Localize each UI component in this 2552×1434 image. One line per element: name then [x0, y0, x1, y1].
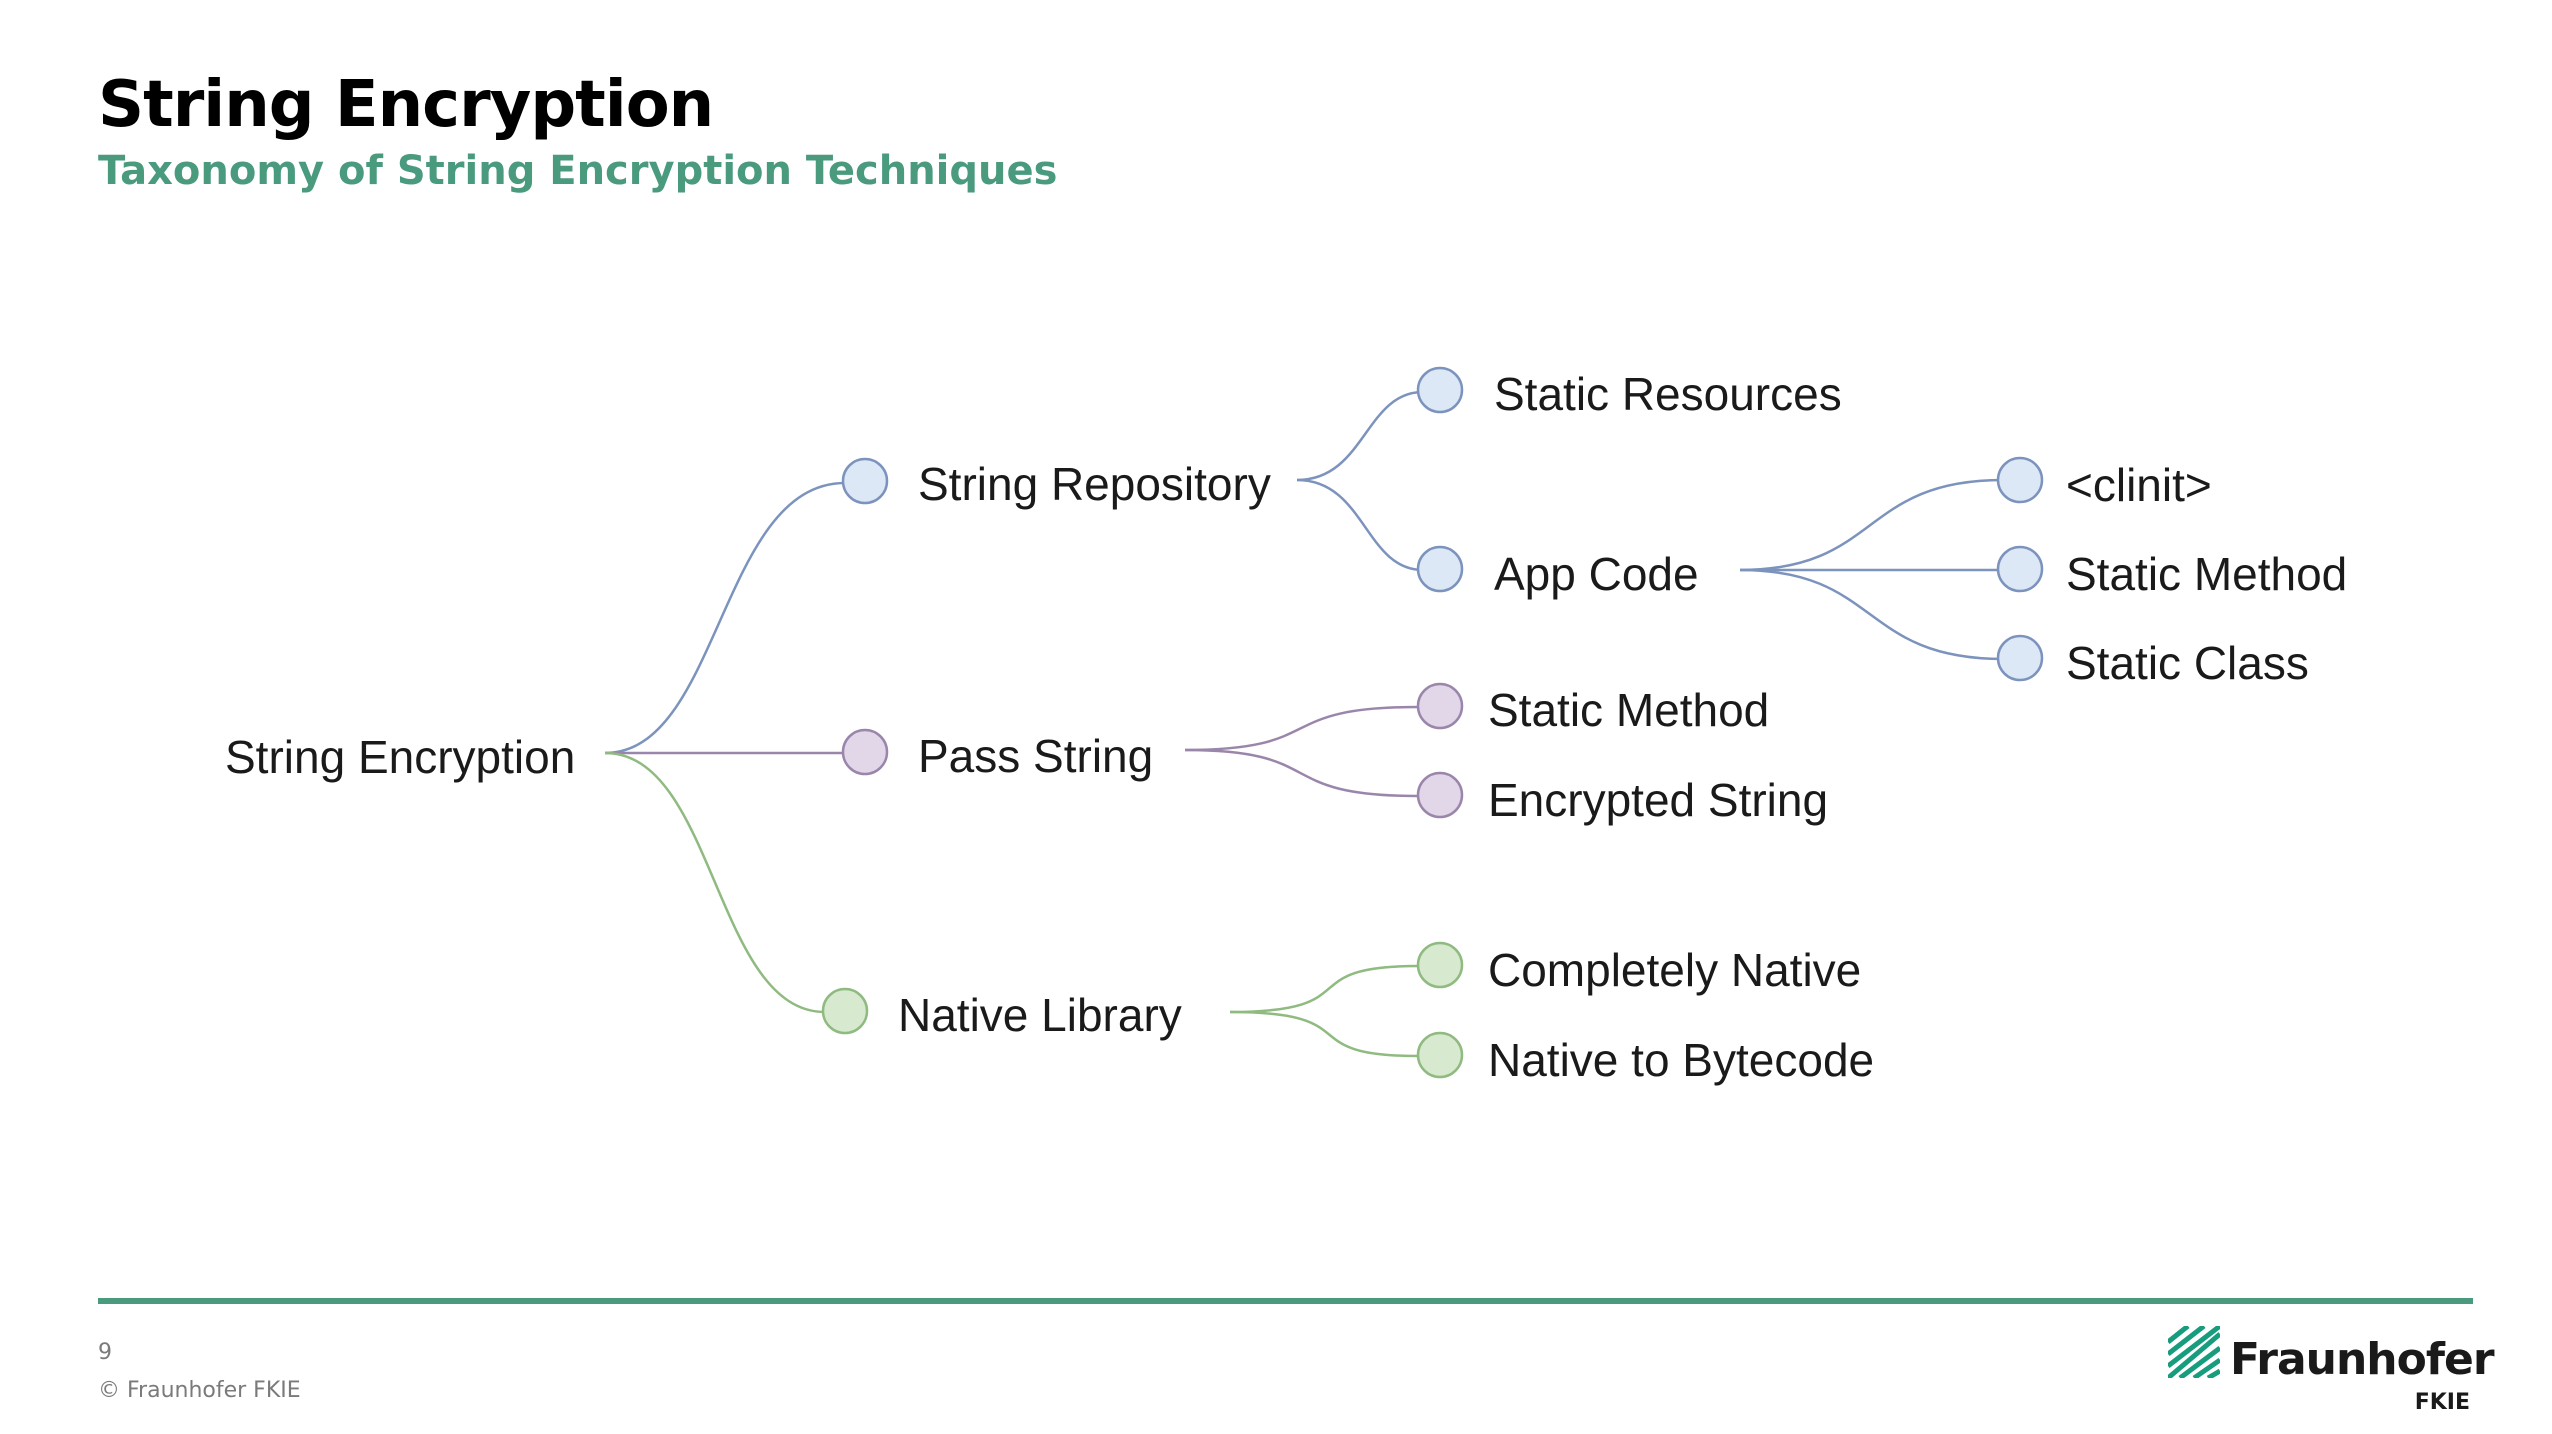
- node-label-clinit: <clinit>: [2066, 459, 2212, 511]
- edge-string-repository-app-code: [1296, 478, 1424, 572]
- node-label-static-resources: Static Resources: [1494, 368, 1842, 420]
- slide-title: String Encryption: [98, 68, 714, 142]
- node-label-app-code: App Code: [1494, 548, 1699, 600]
- node-label-static-class: Static Class: [2066, 637, 2309, 689]
- edge-pass-string-static-method: [1184, 705, 1419, 752]
- node-label-string-repository: String Repository: [918, 458, 1271, 510]
- footer-divider: [98, 1298, 2473, 1304]
- copyright-notice: © Fraunhofer FKIE: [98, 1378, 301, 1403]
- node-dot-native-library: [821, 987, 869, 1035]
- node-label-native-library: Native Library: [898, 989, 1182, 1041]
- slide-subtitle: Taxonomy of String Encryption Techniques: [98, 148, 1058, 194]
- node-dot-clinit: [1996, 456, 2044, 504]
- logo-institute: FKIE: [2414, 1390, 2470, 1415]
- node-dot-native-to-bytecode: [1416, 1031, 1464, 1079]
- node-label-static-method-pass: Static Method: [1488, 684, 1769, 736]
- logo-wordmark: Fraunhofer: [2230, 1334, 2495, 1385]
- node-dot-completely-native: [1416, 941, 1464, 989]
- edge-app-code-clinit: [1739, 478, 2004, 572]
- node-dot-encrypted-string: [1416, 771, 1464, 819]
- node-label-native-to-bytecode: Native to Bytecode: [1488, 1034, 1874, 1086]
- node-label-static-method-app: Static Method: [2066, 548, 2347, 600]
- node-label-pass-string: Pass String: [918, 730, 1153, 782]
- node-dot-static-resources: [1416, 366, 1464, 414]
- edge-root-string-repository: [604, 481, 846, 755]
- node-dot-app-code: [1416, 545, 1464, 593]
- edge-root-native-library: [604, 751, 826, 1014]
- edge-native-library-native-to-bytecode: [1229, 1010, 1419, 1058]
- node-dot-string-repository: [841, 457, 889, 505]
- node-dot-static-method-app: [1996, 545, 2044, 593]
- fraunhofer-logo-mark-icon: [2168, 1326, 2220, 1378]
- node-label-completely-native: Completely Native: [1488, 944, 1861, 996]
- edge-pass-string-encrypted-string: [1184, 748, 1419, 798]
- edge-string-repository-static-resources: [1296, 390, 1424, 482]
- node-dot-pass-string: [841, 728, 889, 776]
- edge-native-library-completely-native: [1229, 964, 1419, 1014]
- node-dot-static-method-pass: [1416, 682, 1464, 730]
- fraunhofer-logo: Fraunhofer FKIE: [2168, 1326, 2495, 1418]
- edge-app-code-static-class: [1739, 568, 2004, 661]
- page-number: 9: [98, 1340, 112, 1365]
- node-dot-static-class: [1996, 634, 2044, 682]
- node-label-encrypted-string: Encrypted String: [1488, 774, 1828, 826]
- node-label-root: String Encryption: [225, 731, 575, 783]
